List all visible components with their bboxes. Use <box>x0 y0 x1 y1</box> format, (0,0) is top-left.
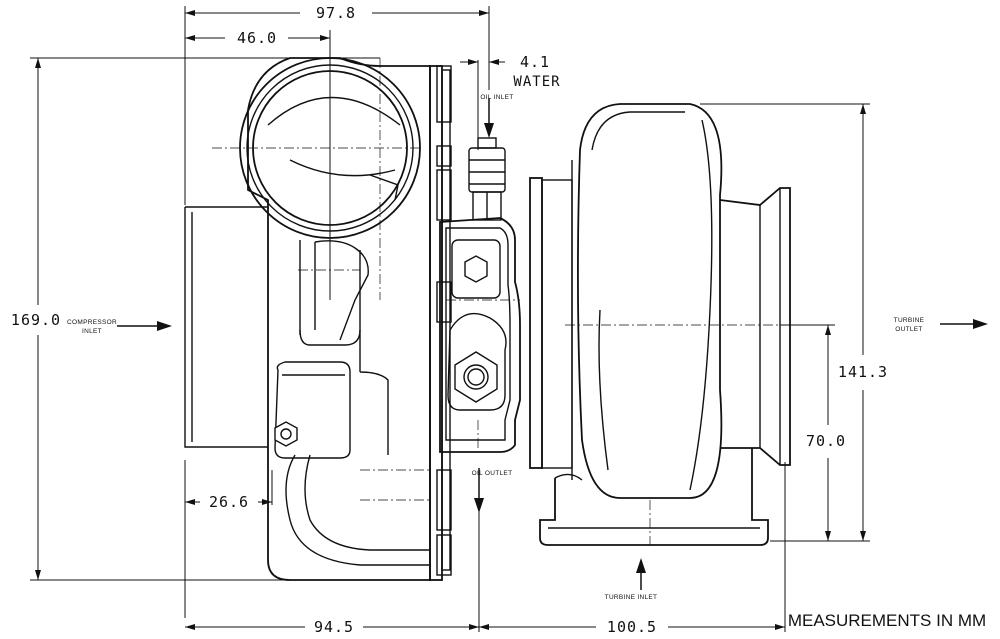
turbine-outlet-label-1: TURBINE <box>894 317 925 324</box>
turbine-housing <box>529 103 800 546</box>
oil-inlet-label: OIL INLET <box>480 94 513 101</box>
compressor-housing <box>184 57 452 581</box>
compressor-inlet-label-2: INLET <box>82 328 102 335</box>
dim-turbine-outlet-center: 70.0 <box>806 432 846 450</box>
flow-arrows <box>117 98 988 590</box>
dimension-lines <box>30 6 870 632</box>
turbine-inlet-label: TURBINE INLET <box>605 594 658 601</box>
port-labels: WATER OIL INLET OIL OUTLET COMPRESSOR IN… <box>67 74 925 601</box>
turbine-outlet-label-2: OUTLET <box>895 326 922 333</box>
dim-overall-height: 169.0 <box>11 311 61 329</box>
compressor-outlet-ring <box>239 57 421 239</box>
dim-overall-width-top: 97.8 <box>316 4 356 22</box>
dim-water-port-offset: 4.1 <box>520 53 550 71</box>
dim-bottom-right-width: 100.5 <box>607 618 657 636</box>
dim-turbine-height: 141.3 <box>838 363 888 381</box>
dim-compressor-inlet-offset: 46.0 <box>237 29 277 47</box>
oil-outlet-label: OIL OUTLET <box>472 470 513 477</box>
measurements-note: MEASUREMENTS IN MM <box>788 611 986 630</box>
compressor-inlet-label-1: COMPRESSOR <box>67 319 117 326</box>
water-label: WATER <box>513 74 560 90</box>
center-housing <box>439 137 521 453</box>
dimension-labels: 97.8 46.0 4.1 169.0 141.3 70.0 26.6 94.5… <box>11 4 888 636</box>
dim-compressor-outlet-offset: 26.6 <box>209 493 249 511</box>
dim-bottom-left-width: 94.5 <box>314 618 354 636</box>
